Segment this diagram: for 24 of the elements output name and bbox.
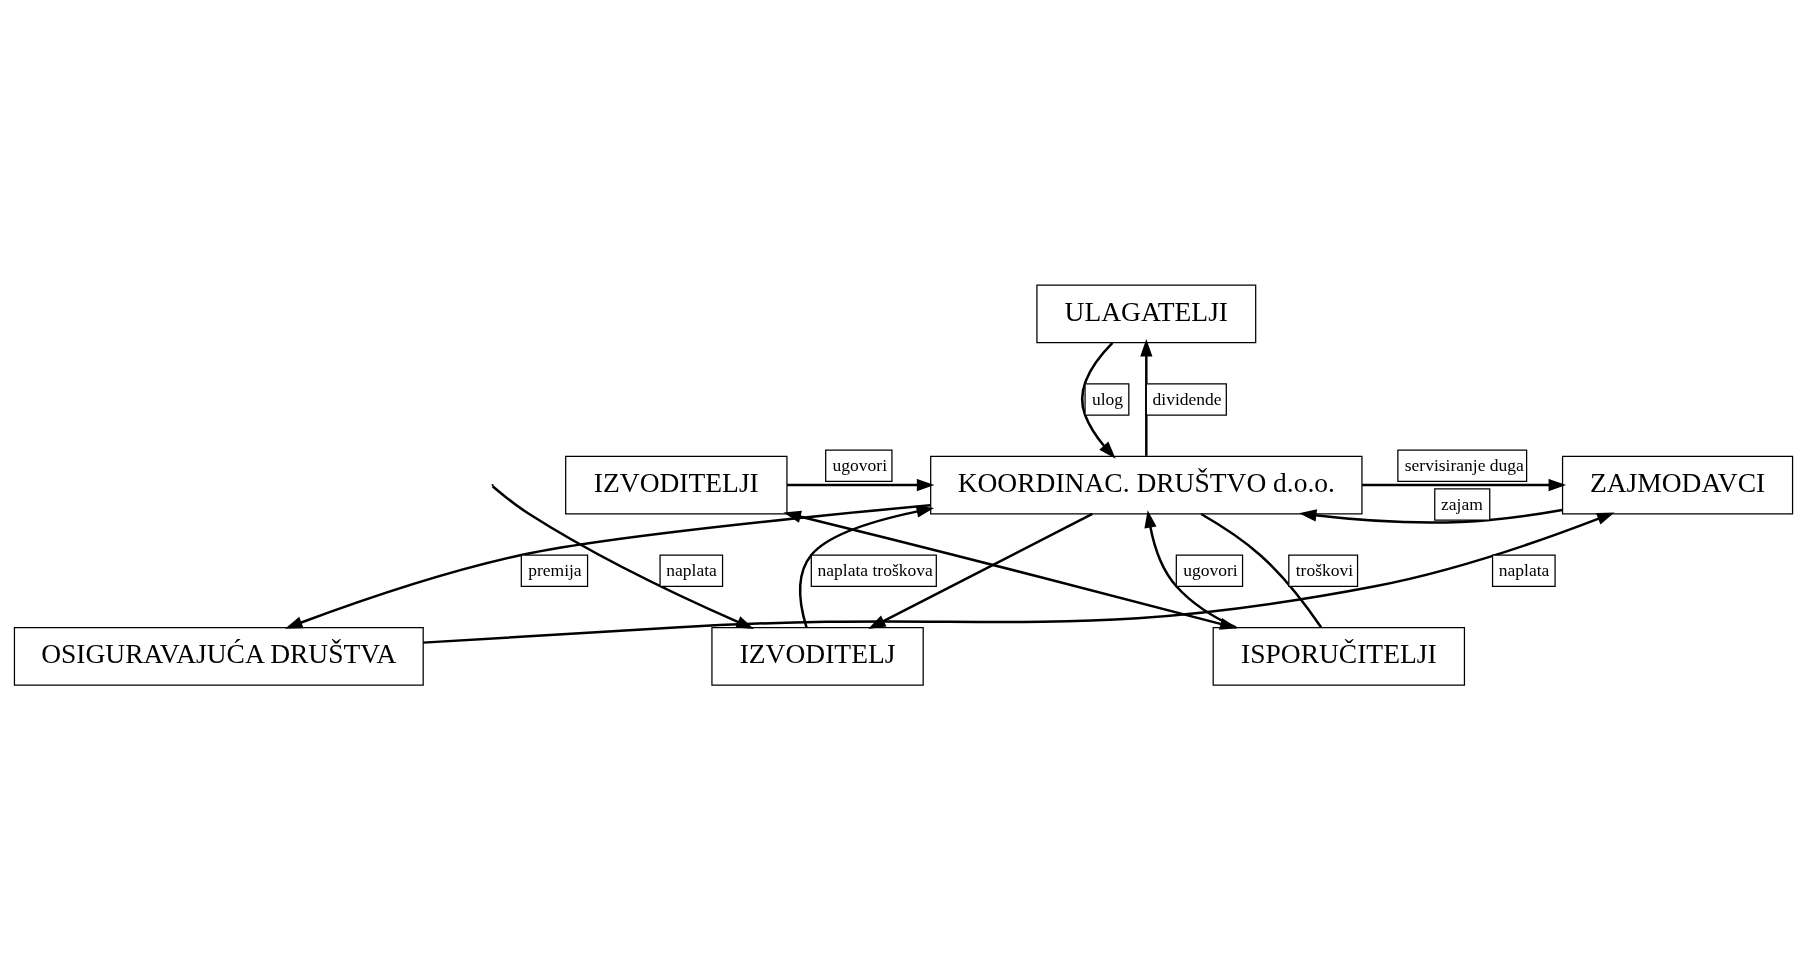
- arrow: [491, 485, 754, 629]
- node-box: ZAJMODAVCI: [1561, 455, 1793, 515]
- arrow: [1361, 478, 1566, 492]
- arrow: [786, 478, 934, 492]
- edge-label: ulog: [1091, 388, 1123, 409]
- edge-label: premija: [527, 559, 582, 580]
- arrow: [1298, 508, 1563, 524]
- node-box: IZVODITELJI: [564, 455, 788, 515]
- edge-label: zajam: [1440, 493, 1483, 514]
- edge-label: ugovori: [1182, 559, 1238, 580]
- node-box: IZVODITELJ: [710, 626, 924, 686]
- node-box: ISPORUČITELJI: [1212, 626, 1465, 686]
- node-box: OSIGURAVAJUĆA DRUŠTVA: [13, 626, 424, 686]
- node-box: KOORDINAC. DRUŠTVO d.o.o.: [929, 455, 1363, 515]
- edge-label: naplata: [1498, 559, 1549, 580]
- edge-label: troškovi: [1295, 559, 1353, 580]
- arrow: [1080, 341, 1116, 459]
- edge-label: naplata: [665, 559, 717, 580]
- arrow: [1139, 339, 1152, 456]
- edge-label: dividende: [1152, 388, 1222, 409]
- edge-label: naplata troškova: [817, 559, 933, 580]
- edge-label: ugovori: [832, 454, 887, 475]
- edge-label: servisiranje duga: [1404, 454, 1524, 475]
- node-box: ULAGATELJI: [1035, 284, 1256, 344]
